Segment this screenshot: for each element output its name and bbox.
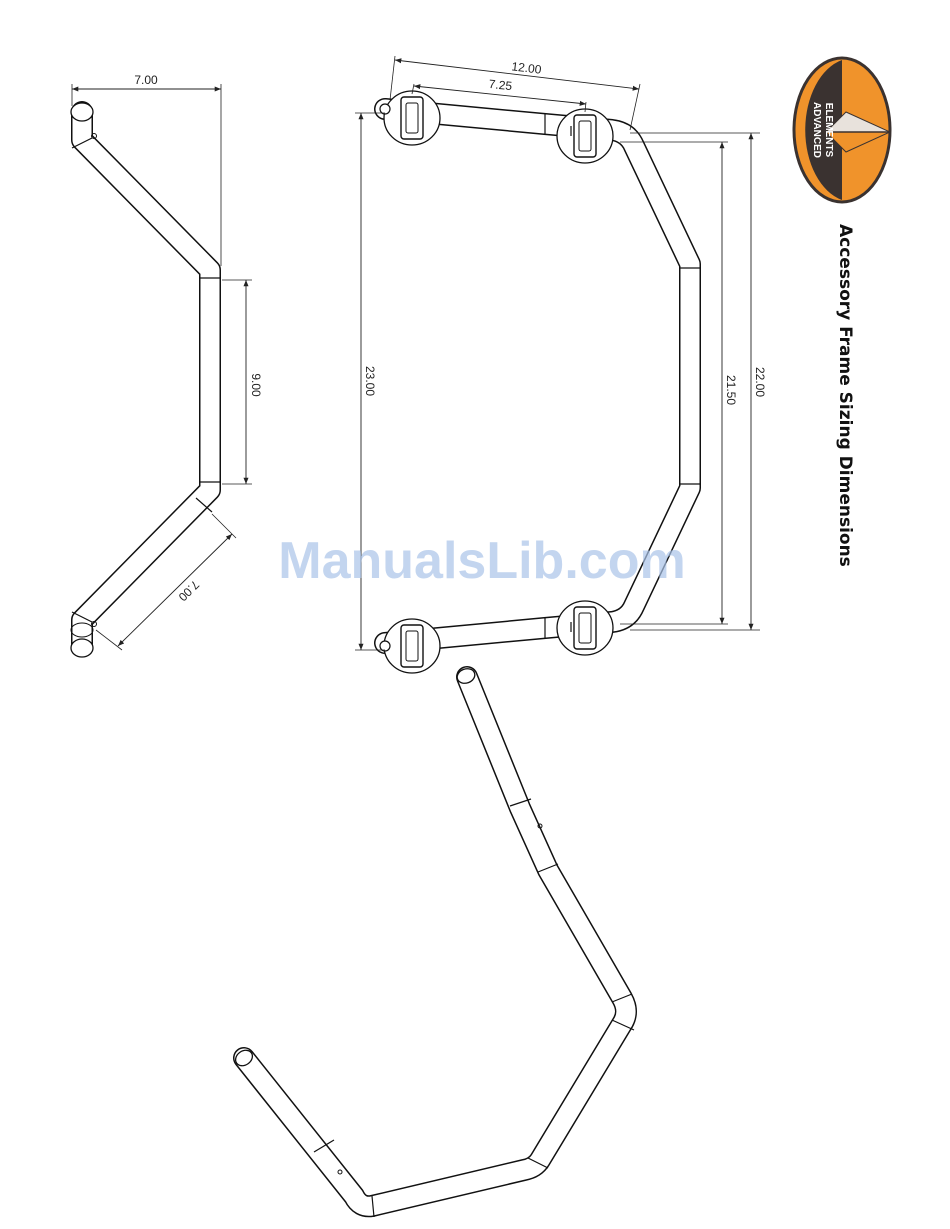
dim-top-overall-length: 23.00 bbox=[363, 366, 377, 396]
dim-side-top-span: 7.00 bbox=[134, 73, 158, 87]
watermark-text: ManualsLib.com bbox=[278, 532, 685, 590]
side-view-frame bbox=[71, 103, 221, 657]
logo-brand-line2: ELEMENTS bbox=[823, 103, 834, 158]
dim-top-outer-length: 22.00 bbox=[753, 367, 767, 397]
page-title: Accessory Frame Sizing Dimensions bbox=[835, 224, 855, 567]
dim-top-inner-length: 21.50 bbox=[724, 375, 738, 405]
dim-side-center-span: 9.00 bbox=[249, 373, 263, 397]
isometric-view-frame bbox=[233, 666, 634, 1217]
brand-logo: ADVANCED ELEMENTS bbox=[794, 58, 890, 202]
dim-top-mount-width: 7.25 bbox=[488, 77, 513, 93]
logo-brand-line1: ADVANCED bbox=[811, 102, 822, 158]
dim-side-arm-length: 7.00 bbox=[175, 578, 202, 605]
